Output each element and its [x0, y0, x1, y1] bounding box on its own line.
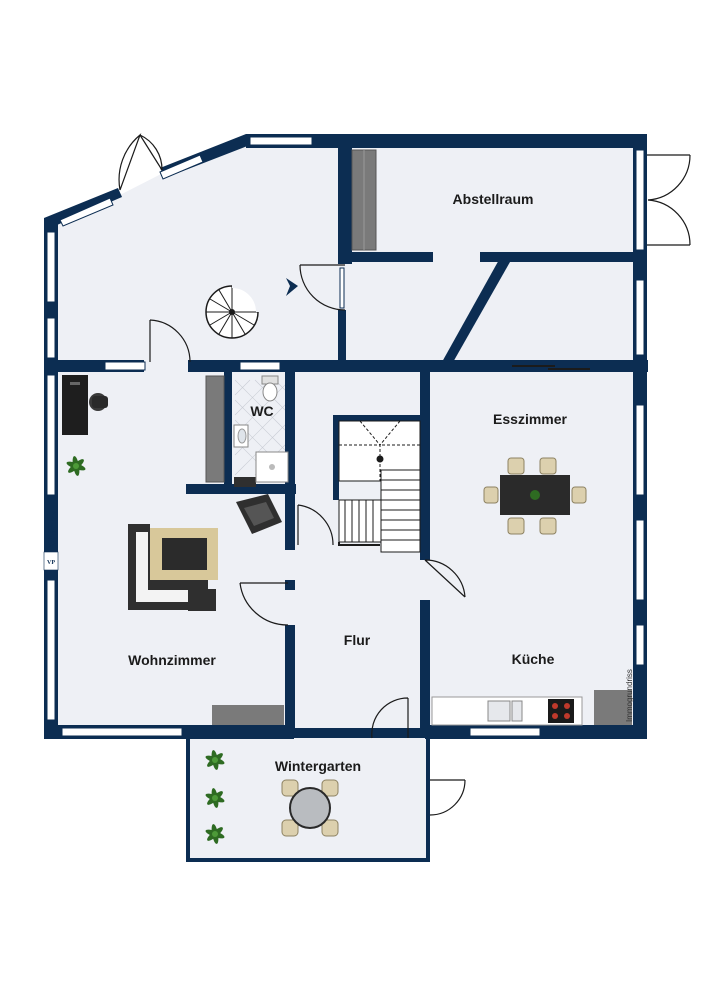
windows [46, 136, 645, 737]
desk-icon [62, 375, 108, 435]
wall-winter-bottom [186, 858, 430, 862]
window-top-1 [249, 136, 313, 146]
room-label-esszimmer: Esszimmer [493, 411, 567, 427]
window-left-4 [46, 579, 56, 721]
spiral-staircase-icon [205, 284, 260, 339]
fireplace-icon [236, 494, 282, 534]
window-left-1 [46, 231, 56, 303]
room-label-wc: WC [250, 403, 273, 419]
window-mid-left [104, 361, 146, 371]
logo-name: VON POLL [48, 518, 54, 548]
room-label-flur: Flur [344, 632, 371, 648]
room-floor-hall-east [345, 253, 640, 365]
wc-corner-fixture [234, 477, 256, 487]
wall-entry-east [338, 310, 346, 365]
wall-hall-diagonal [442, 258, 510, 364]
logo-initials: VP [47, 560, 55, 566]
window-right-2 [635, 279, 645, 356]
shower-icon [255, 451, 289, 483]
wall-wc-bottom [186, 484, 296, 494]
door-wohnzimmer-top [149, 319, 191, 363]
toilet-icon [261, 375, 279, 402]
brand-logo: VP VON POLL IMMOBILIEN [43, 511, 59, 571]
doors [118, 133, 691, 816]
wall-abstell-bottom-b [480, 252, 647, 262]
window-left-3 [46, 374, 56, 496]
staircase-icon [338, 420, 421, 553]
wall-abstell-left [338, 134, 352, 264]
door-winter-exterior [429, 779, 466, 816]
logo-tagline: IMMOBILIEN [52, 511, 58, 548]
dining-table-icon [483, 457, 587, 535]
window-right-1 [635, 149, 645, 251]
wall-flur-left-lower [285, 580, 295, 590]
room-label-abstellraum: Abstellraum [453, 191, 534, 207]
door-entrance-right [139, 134, 163, 171]
room-label-wintergarten: Wintergarten [275, 758, 361, 774]
wall-mid-center [188, 360, 648, 372]
door-exterior-right-b [647, 199, 691, 246]
door-flur-kueche [424, 559, 466, 598]
wall-flur-right-upper [420, 360, 430, 560]
kitchen-counter [431, 690, 632, 726]
window-right-3 [635, 404, 645, 496]
wall-winter-left [186, 739, 190, 862]
door-flur-upper [297, 504, 334, 546]
wall-abstell-bottom-a [338, 252, 433, 262]
room-label-kueche: Küche [512, 651, 555, 667]
sliding-door [512, 365, 590, 370]
window-bottom-right [469, 727, 541, 737]
room-label-wohnzimmer: Wohnzimmer [128, 652, 216, 668]
window-right-4 [635, 519, 645, 601]
wall-stair-left [333, 415, 339, 500]
wall-flur-right-lower [420, 600, 430, 735]
sink-icon [233, 424, 249, 448]
sideboard [212, 705, 284, 725]
window-right-5 [635, 624, 645, 666]
wall-wc-left [224, 360, 232, 485]
room-floor-entry-hall [50, 140, 345, 362]
wall-flur-left-bottom [285, 625, 295, 735]
door-flur-winter [371, 697, 409, 739]
door-entrance-left [118, 133, 142, 191]
door-exterior-right-a [647, 154, 691, 201]
window-bottom-left [61, 727, 183, 737]
door-hall [299, 264, 346, 311]
plant-icon [205, 750, 225, 770]
plant-icon [205, 824, 225, 844]
cabinet-hall [205, 375, 225, 483]
room-floor-esszimmer-kueche [425, 370, 640, 734]
window-wc [239, 361, 281, 371]
window-n-diagonal [159, 154, 204, 180]
entrance-arrow-icon [286, 278, 298, 296]
room-floor-abstellraum [345, 145, 640, 253]
sink-icon [487, 700, 523, 722]
wall-stair-top [333, 415, 420, 421]
wall-winter-right [426, 739, 430, 862]
window-nw-diagonal [59, 197, 114, 227]
wall-bottom-mid [290, 728, 430, 738]
stove-icon [548, 699, 574, 723]
plant-icon [205, 788, 225, 808]
door-wohn-flur [239, 582, 289, 626]
round-table-icon [281, 779, 339, 837]
window-entry-east [339, 267, 345, 309]
wall-flur-left-upper [285, 360, 295, 550]
sofa-icon [128, 524, 218, 611]
plant-icon [66, 456, 86, 476]
watermark-text: Immogrundriss [625, 669, 634, 722]
window-left-2 [46, 317, 56, 359]
